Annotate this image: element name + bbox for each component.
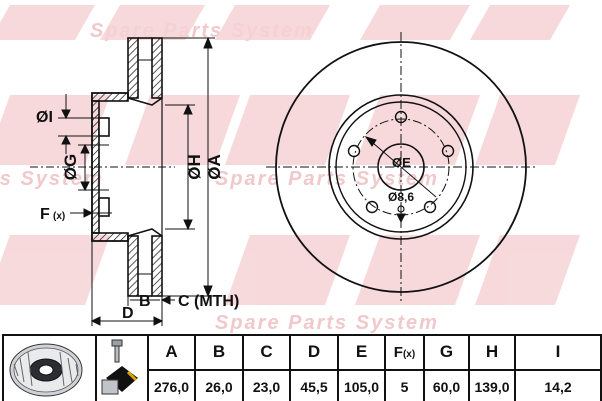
spec-header-row: A B C D E F(x) G H I: [2, 334, 602, 401]
header-h: H: [468, 334, 516, 371]
dim-label-small-hole: Ø8,6: [388, 190, 414, 204]
value-a: 276,0: [147, 368, 196, 401]
dim-label-a: ØA: [205, 154, 224, 180]
watermark-tagline-left: rs System: [0, 168, 104, 190]
value-c: 23,0: [242, 368, 291, 401]
value-i: 14,2: [514, 368, 602, 401]
header-b: B: [194, 334, 244, 371]
header-d: D: [289, 334, 339, 371]
dim-label-i: ØI: [36, 109, 53, 126]
spec-table: A B C D E F(x) G H I 276,0 26,0 23,0 45,…: [2, 334, 602, 401]
front-centerlines: [266, 32, 536, 302]
dim-label-d: D: [122, 305, 134, 322]
header-c: C: [242, 334, 291, 371]
watermark-tagline-mid: Spare Parts System: [215, 168, 439, 190]
header-i: I: [514, 334, 602, 371]
spec-value-row: 276,0 26,0 23,0 45,5 105,0 5 60,0 139,0 …: [3, 368, 602, 401]
value-f: 5: [384, 368, 425, 401]
disc-thumbnail-icon: [9, 343, 82, 397]
dim-label-e: ØE: [392, 155, 411, 170]
watermark-tagline-low: Spare Parts System: [215, 312, 439, 334]
front-dimensions: [364, 136, 437, 224]
value-d: 45,5: [289, 368, 339, 401]
bolt-icon: [101, 339, 138, 395]
header-g: G: [423, 334, 470, 371]
value-h: 139,0: [468, 368, 516, 401]
value-e: 105,0: [337, 368, 386, 401]
dim-label-h: ØH: [185, 154, 204, 180]
dim-label-c-mth: C (MTH): [178, 293, 239, 310]
side-dimensions: [58, 36, 215, 326]
value-g: 60,0: [423, 368, 470, 401]
dim-label-f: F: [40, 206, 50, 223]
header-f-main: F: [393, 343, 403, 361]
header-f-sub: (x): [402, 348, 416, 360]
bolt-thumbnail-cell: [95, 334, 149, 401]
watermark-logo: [0, 5, 580, 305]
technical-drawing: ØA ØH ØI ØG F (x) B C (MTH) D: [0, 5, 580, 326]
value-b: 26,0: [194, 368, 244, 401]
dim-label-b: B: [139, 293, 151, 310]
header-e: E: [337, 334, 386, 371]
disc-thumbnail-cell: [2, 334, 97, 401]
header-f: F(x): [384, 334, 425, 371]
dim-label-g: ØG: [61, 154, 80, 180]
header-a: A: [147, 334, 196, 371]
dim-label-f-sub: (x): [53, 211, 65, 222]
